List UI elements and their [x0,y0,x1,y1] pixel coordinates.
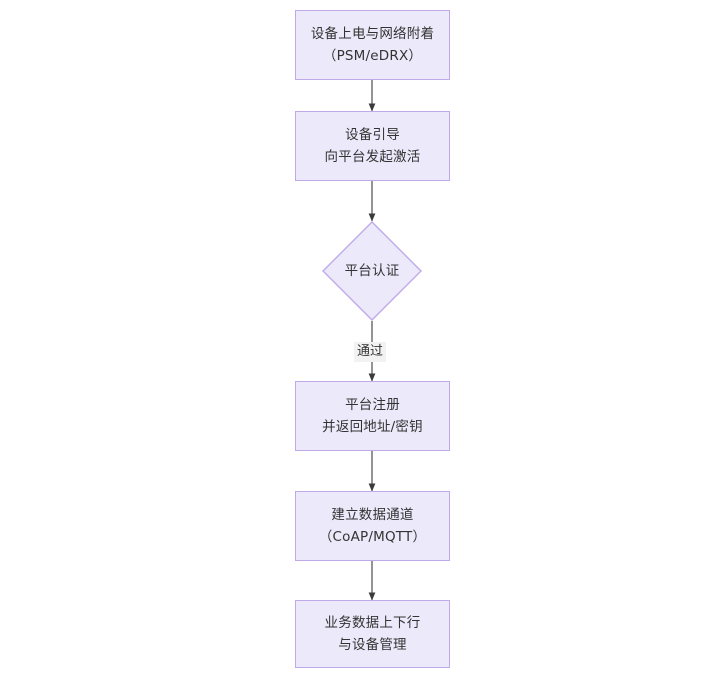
node-device-bootstrap-line-1: 设备引导 [345,127,400,143]
node-service-data-and-management[interactable]: 业务数据上下行 与设备管理 [295,600,450,668]
node-device-power-on-line-2: （PSM/eDRX） [322,48,423,64]
edge-label-pass: 通过 [354,342,387,362]
diamond-shape-icon [322,221,422,321]
node-platform-registration[interactable]: 平台注册 并返回地址/密钥 [295,381,450,451]
node-platform-registration-line-2: 并返回地址/密钥 [322,419,423,435]
node-data-channel-setup-line-1: 建立数据通道 [331,507,414,523]
node-service-data-and-management-line-2: 与设备管理 [338,637,407,653]
node-data-channel-setup-line-2: （CoAP/MQTT） [318,529,427,545]
node-platform-registration-line-1: 平台注册 [345,397,400,413]
node-data-channel-setup[interactable]: 建立数据通道 （CoAP/MQTT） [295,491,450,561]
node-platform-authentication[interactable]: 平台认证 [322,221,422,321]
node-device-power-on[interactable]: 设备上电与网络附着 （PSM/eDRX） [295,10,450,80]
node-device-bootstrap[interactable]: 设备引导 向平台发起激活 [295,111,450,181]
node-device-bootstrap-line-2: 向平台发起激活 [324,149,421,165]
node-service-data-and-management-line-1: 业务数据上下行 [324,615,421,631]
node-platform-authentication-label: 平台认证 [344,263,400,279]
node-device-power-on-line-1: 设备上电与网络附着 [310,26,435,42]
